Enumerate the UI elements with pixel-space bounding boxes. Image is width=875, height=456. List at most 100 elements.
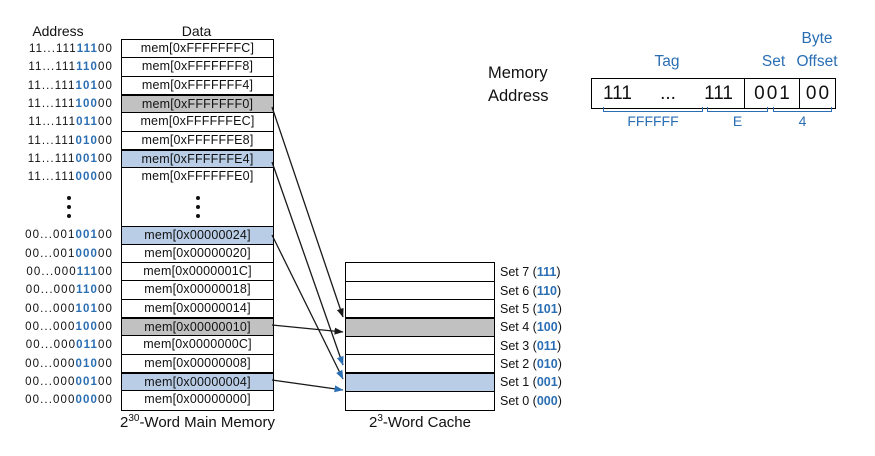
memory-address: 00...00011000 [0, 281, 116, 299]
memory-address: 00...00001100 [0, 336, 116, 354]
text: 00 [98, 229, 113, 242]
text: Set 0 [500, 393, 530, 408]
text: 00 [98, 357, 113, 370]
set-hex-bracket [707, 107, 768, 112]
text: ( [529, 393, 537, 408]
memory-row: mem[0xFFFFFFE0] [141, 169, 254, 184]
text: ( [529, 356, 537, 371]
text: 00 [98, 247, 113, 260]
text: 00...000 [25, 302, 76, 315]
cache-set-row [346, 318, 494, 337]
memory-address: 00...00000100 [0, 373, 116, 391]
text: ) [556, 265, 561, 280]
memory-address: 11...11110100 [0, 77, 116, 95]
cache-set-row [346, 392, 494, 410]
set-bits: 001 [75, 153, 98, 166]
text: 11...111 [27, 153, 76, 166]
text: 11...111 [27, 79, 76, 92]
text: Set 3 [500, 338, 530, 353]
cache-set-row [346, 263, 494, 282]
text: 11...111 [28, 61, 77, 74]
cache-set-label: Set 5 (101) [500, 300, 562, 318]
memory-row: mem[0xFFFFFFE4] [122, 150, 273, 169]
text: Set 4 [500, 320, 530, 335]
text: 00...000 [25, 339, 77, 352]
set-bits: 001 [75, 376, 98, 389]
byte-field-label: Byte [801, 30, 833, 47]
memory-row: mem[0xFFFFFFEC] [122, 113, 273, 132]
cache-set-label: Set 1 (001) [500, 373, 562, 391]
memory-address: 11...11101100 [0, 113, 116, 131]
memory-row: mem[0x00000018] [122, 281, 273, 300]
text: ( [529, 375, 537, 390]
text: 11...111 [28, 43, 77, 55]
offset-hex-bracket [773, 107, 832, 112]
arrow-fffffff0-to-set4 [271, 106, 344, 318]
set-bits: 110 [76, 61, 98, 74]
arrow-00000010-to-set4 [271, 324, 344, 335]
arrow-ffffffe4-to-set1 [271, 161, 344, 366]
text: 00 [98, 321, 113, 334]
memory-address: 11...11101000 [0, 132, 116, 150]
text: Set 5 [500, 301, 530, 316]
text: ) [557, 338, 562, 353]
text: 00...000 [25, 394, 76, 407]
text: ) [557, 393, 562, 408]
memory-row: mem[0x0000000C] [122, 336, 273, 355]
cache-set-label: Set 4 (100) [500, 318, 562, 336]
set-bits: 101 [75, 302, 98, 315]
memory-row: mem[0x00000004] [122, 373, 273, 392]
set-bits: 001 [75, 229, 98, 242]
tag-field-label: Tag [654, 53, 680, 70]
arrow-00000024-to-set1 [271, 234, 344, 380]
set-bits: 100 [75, 98, 98, 111]
text: 00...001 [25, 247, 76, 260]
set-bits: 111 [76, 43, 98, 55]
set-bits: 000 [75, 394, 98, 407]
set-bits: 010 [75, 357, 98, 370]
bits: 101 [536, 301, 558, 316]
text: 11...111 [27, 134, 76, 147]
memory-row: mem[0x00000010] [122, 318, 273, 337]
bits: 110 [536, 283, 557, 298]
text: 11...111 [27, 98, 76, 111]
memory-address: 11...11100000 [0, 168, 116, 186]
memory-row: mem[0xFFFFFFF4] [122, 77, 273, 96]
text: Set 7 [500, 265, 530, 280]
set-field-label: Set [761, 53, 786, 70]
arrow-00000004-to-set1 [271, 379, 344, 393]
text: 11...111 [28, 116, 77, 129]
text: Set 6 [500, 283, 530, 298]
main-memory-table: mem[0xFFFFFFFC]mem[0xFFFFFFF8]mem[0xFFFF… [121, 39, 274, 411]
bits: 010 [536, 356, 558, 371]
text: 00...000 [25, 376, 76, 389]
bits: 011 [536, 338, 557, 353]
memory-address: 00...00000000 [0, 391, 116, 409]
text: 00 [98, 171, 113, 184]
bits: 111 [536, 265, 557, 280]
memory-address: 00...00001000 [0, 355, 116, 373]
text: 00 [98, 98, 113, 111]
text: 00...000 [26, 266, 77, 279]
set-bits: 000 [75, 247, 98, 260]
cache-set-label: Set 3 (011) [500, 337, 562, 355]
set-bits: 000 [75, 171, 98, 184]
text: ) [557, 356, 562, 371]
offset-hex-value: 4 [798, 113, 807, 129]
memory-row: mem[0x00000000] [144, 392, 251, 407]
set-hex-value: E [732, 113, 743, 129]
text: ( [529, 283, 537, 298]
cache-set-label: Set 7 (111) [500, 263, 562, 281]
set-bits: 111 [76, 266, 98, 279]
text: ( [529, 320, 537, 335]
memory-address-box: 111...111 001 00 [591, 78, 836, 109]
bits: 000 [536, 393, 558, 408]
text: Set 2 [500, 356, 530, 371]
text: 00 [98, 43, 113, 55]
cache-set-label: Set 6 (110) [500, 282, 562, 300]
bits: 001 [536, 375, 558, 390]
memory-address: 00...00010100 [0, 300, 116, 318]
cache-set-row [346, 300, 494, 319]
